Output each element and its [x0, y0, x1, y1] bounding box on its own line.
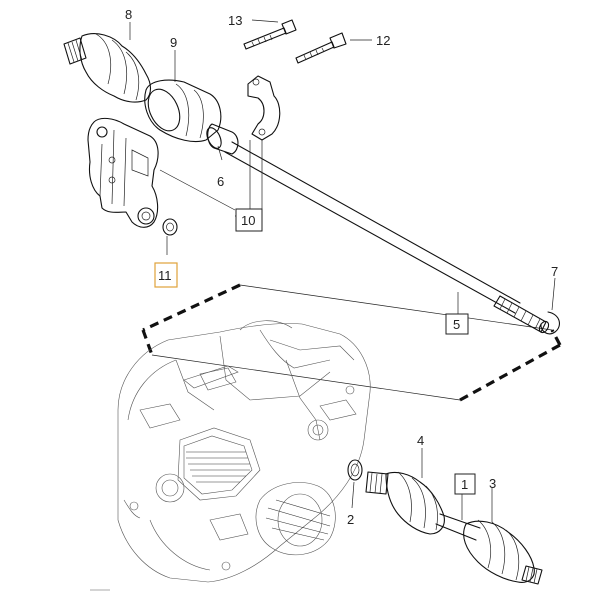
callout-7: 7: [551, 264, 558, 279]
leader-lines: [129, 19, 556, 522]
callout-labels: 8 9 13 12 6 10 11 7 5 4 1 3 2: [125, 7, 558, 527]
callout-1-box: [454, 473, 476, 495]
callout-2: 2: [347, 512, 354, 527]
callout-11-box: [154, 262, 178, 288]
callout-3: 3: [489, 476, 496, 491]
callout-10: 10: [241, 213, 255, 228]
callout-9: 9: [170, 35, 177, 50]
dashed-area-outline: [141, 283, 562, 402]
callout-1: 1: [461, 477, 468, 492]
callout-6: 6: [217, 174, 224, 189]
bearing-cap: [247, 75, 281, 141]
callout-12: 12: [376, 33, 390, 48]
bolt-13: [243, 19, 297, 50]
callout-4: 4: [417, 433, 424, 448]
callout-11: 11: [158, 268, 172, 283]
support-bracket: [87, 117, 159, 228]
bolt-12: [295, 32, 347, 64]
intermediate-shaft: [224, 141, 550, 334]
callout-5-box: [445, 313, 469, 335]
circlip-7: [540, 311, 561, 335]
lower-drive-shaft: [365, 471, 543, 585]
washer-11: [162, 218, 178, 236]
oil-seal-2: [347, 459, 363, 481]
callout-10-box: [235, 208, 263, 232]
callout-13: 13: [228, 13, 242, 28]
inner-joint-assembly: [63, 33, 239, 155]
transmission-housing: [90, 320, 371, 591]
callout-5: 5: [453, 317, 460, 332]
callout-8: 8: [125, 7, 132, 22]
